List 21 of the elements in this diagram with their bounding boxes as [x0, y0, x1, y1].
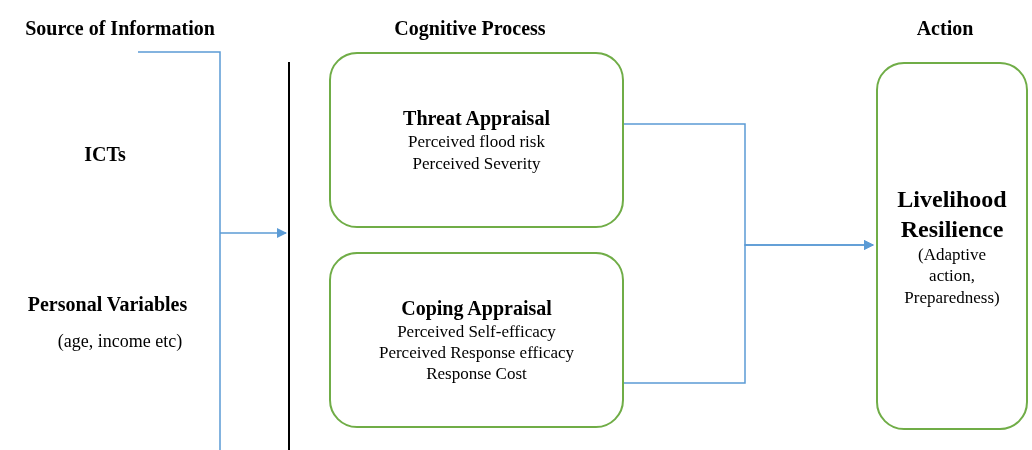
- box-text: Perceived Self-efficacy: [397, 320, 556, 342]
- source-label: Personal Variables: [26, 292, 189, 317]
- box-text: Perceived Response efficacy: [378, 341, 575, 364]
- box-text: Perceived flood risk: [408, 131, 545, 153]
- source-label: (age, income etc): [56, 330, 184, 353]
- arrow: [219, 228, 287, 238]
- rounded-box: [329, 52, 624, 228]
- divider-bar: [287, 62, 291, 450]
- box-title: Coping Appraisal: [401, 295, 552, 321]
- rounded-box: [329, 252, 624, 428]
- box-text: (Adaptive action, Preparedness): [903, 244, 1001, 308]
- source-label: ICTs: [83, 142, 127, 167]
- column-heading: Action: [915, 16, 975, 41]
- arrow: [623, 240, 874, 384]
- box-text: Response Cost: [426, 363, 527, 385]
- box-title: Threat Appraisal: [403, 106, 550, 132]
- box-title: Livelihood Resilience: [896, 185, 1008, 245]
- column-heading: Source of Information: [24, 16, 216, 41]
- column-heading: Cognitive Process: [393, 16, 547, 41]
- rounded-box: [876, 62, 1028, 430]
- box-text: Perceived Severity: [412, 152, 541, 174]
